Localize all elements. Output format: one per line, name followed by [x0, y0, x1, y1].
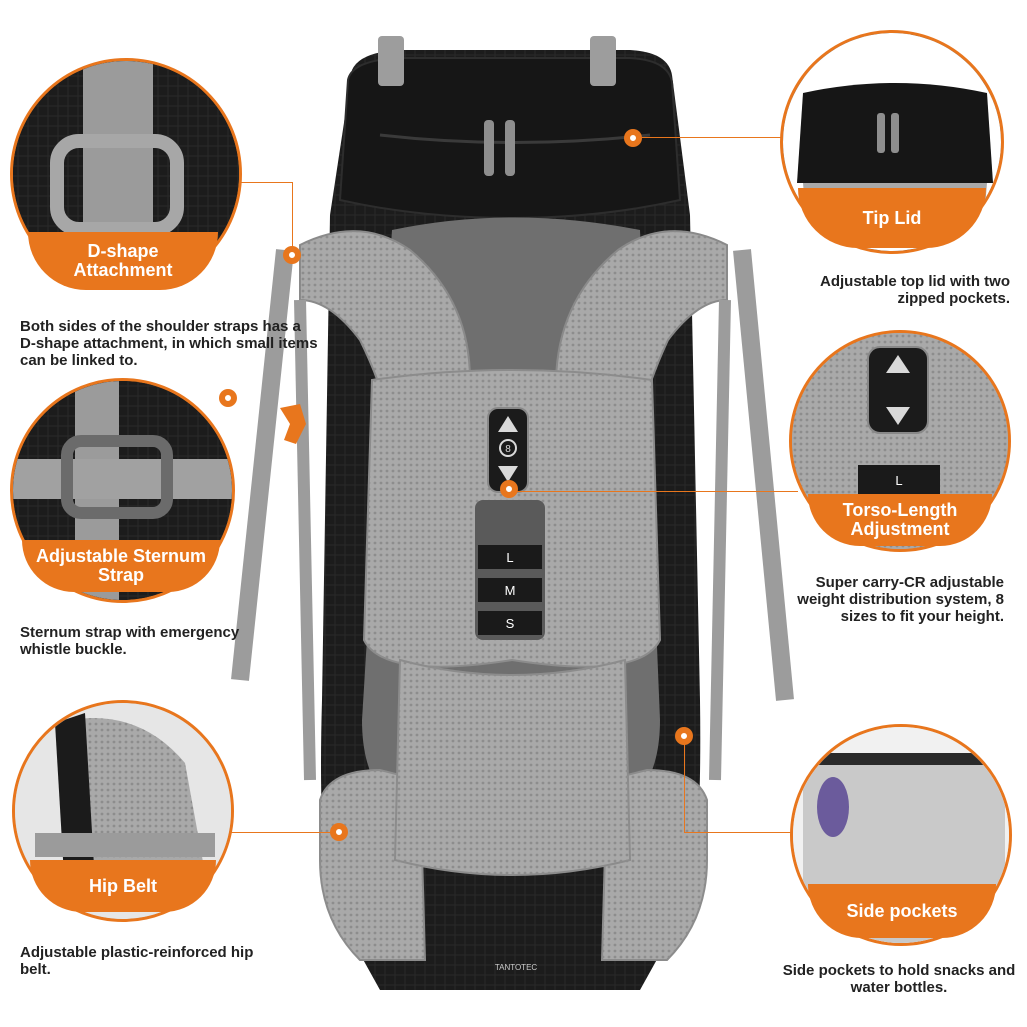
svg-text:8: 8	[505, 444, 511, 455]
side-pockets-description: Side pockets to hold snacks and water bo…	[782, 962, 1016, 996]
leader-d-shape-v	[292, 182, 293, 254]
leader-side-v	[684, 744, 685, 832]
lower-back-pad	[393, 658, 632, 876]
tip-lid-title: Tip Lid	[798, 188, 986, 248]
torso-title: Torso-Length Adjustment	[808, 494, 992, 546]
leader-side-h	[684, 832, 796, 833]
dot-tip-lid	[624, 129, 642, 147]
dot-hip-belt	[330, 823, 348, 841]
side-pockets-title: Side pockets	[808, 884, 996, 938]
size-tab-l: L	[506, 550, 513, 565]
sternum-title: Adjustable Sternum Strap	[22, 540, 220, 592]
dot-d-shape	[283, 246, 301, 264]
leader-tip-lid	[640, 137, 785, 138]
leader-torso	[516, 491, 798, 492]
zipper-pull-1	[484, 120, 494, 176]
d-shape-title: D-shape Attachment	[28, 232, 218, 290]
whistle-buckle	[280, 404, 306, 444]
dot-side-pockets	[675, 727, 693, 745]
dot-torso	[500, 480, 518, 498]
brand-mark: TANTOTEC	[495, 963, 538, 972]
svg-text:L: L	[895, 473, 902, 488]
torso-ladder	[475, 500, 545, 640]
leader-hip-belt	[212, 832, 332, 833]
sternum-description: Sternum strap with emergency whistle buc…	[20, 624, 240, 658]
top-buckle-right	[590, 36, 616, 86]
torso-description: Super carry-CR adjustable weight distrib…	[797, 574, 1004, 625]
hip-belt-title: Hip Belt	[30, 860, 216, 912]
d-shape-description: Both sides of the shoulder straps has a …	[20, 318, 318, 369]
zipper-pull-2	[505, 120, 515, 176]
size-tab-m: M	[505, 583, 516, 598]
hip-belt-description: Adjustable plastic-reinforced hip belt.	[20, 944, 254, 978]
size-tab-s: S	[506, 616, 515, 631]
leader-d-shape-h	[200, 182, 292, 183]
tip-lid-description: Adjustable top lid with two zipped pocke…	[820, 273, 1010, 307]
top-buckle-left	[378, 36, 404, 86]
